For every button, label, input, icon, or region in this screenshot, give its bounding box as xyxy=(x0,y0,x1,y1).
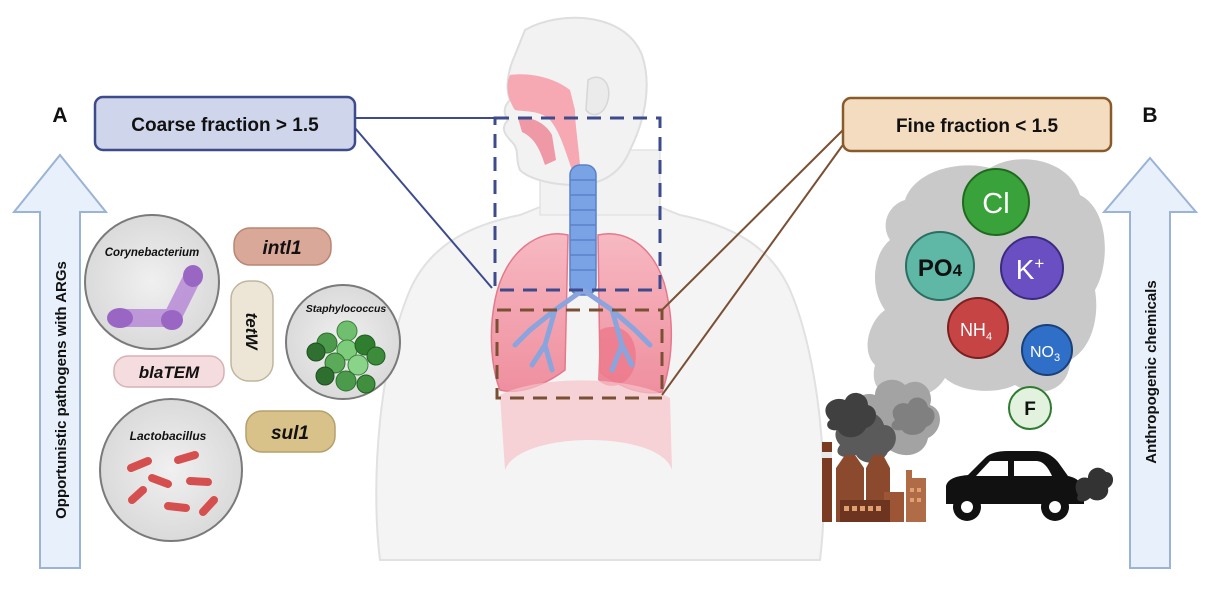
right-up-arrow: Anthropogenic chemicals xyxy=(1101,156,1199,569)
chem-k-text: K+ xyxy=(1016,254,1045,285)
chem-po4-bubble: PO4 xyxy=(905,231,975,301)
chem-nh4-sub: 4 xyxy=(986,331,992,343)
corynebacterium-cell: Corynebacterium xyxy=(84,214,220,350)
chem-nh4-text: NH4 xyxy=(960,320,992,343)
gene-intl1-pill: intl1 xyxy=(233,227,332,266)
chem-nh4-main: NH xyxy=(960,320,986,340)
chem-k-sup: + xyxy=(1034,254,1044,273)
chem-f-label: F xyxy=(1024,399,1036,420)
lactobacillus-label: Lactobacillus xyxy=(130,429,207,443)
gene-tetw-label: tetW xyxy=(242,313,261,352)
right-arrow-text: Anthropogenic chemicals xyxy=(1143,280,1160,463)
chem-no3-text: NO3 xyxy=(1030,344,1060,364)
staphylococcus-label: Staphylococcus xyxy=(306,303,387,315)
chem-no3-main: NO xyxy=(1030,344,1054,361)
panel-label-a: A xyxy=(52,104,67,127)
chem-nh4-bubble: NH4 xyxy=(947,297,1009,359)
lungs xyxy=(490,233,673,470)
left-up-arrow: Opportunistic pathogens with ARGs xyxy=(11,153,109,569)
chem-no3-sub: 3 xyxy=(1054,352,1060,364)
fine-fraction-box: Fine fraction < 1.5 xyxy=(841,96,1113,153)
panel-label-b: B xyxy=(1142,104,1157,127)
chem-cl-label: Cl xyxy=(982,188,1009,220)
gene-intl1-label: intl1 xyxy=(262,238,301,259)
gene-blatem-label: blaTEM xyxy=(139,363,200,382)
chem-k-bubble: K+ xyxy=(1000,236,1064,300)
coarse-fraction-box: Coarse fraction > 1.5 xyxy=(93,95,357,152)
coarse-connector-lines xyxy=(354,117,495,289)
chem-cl-bubble: Cl xyxy=(962,168,1030,236)
gene-sul1-label: sul1 xyxy=(271,423,309,444)
upper-airway xyxy=(507,74,580,170)
staphylococcus-cocci xyxy=(306,320,386,394)
factory-icon xyxy=(822,442,926,522)
gene-blatem-pill: blaTEM xyxy=(113,355,225,388)
left-arrow-text: Opportunistic pathogens with ARGs xyxy=(53,261,70,519)
gene-tetw-pill: tetW xyxy=(230,280,274,382)
coarse-fraction-label: Coarse fraction > 1.5 xyxy=(131,115,319,136)
car-icon xyxy=(946,451,1114,521)
fine-fraction-label: Fine fraction < 1.5 xyxy=(896,116,1059,137)
fine-region-dashed-box xyxy=(495,308,664,400)
staphylococcus-cell: Staphylococcus xyxy=(285,284,401,400)
lactobacillus-rods xyxy=(127,451,218,516)
lactobacillus-cell: Lactobacillus xyxy=(99,398,243,542)
chem-no3-bubble: NO3 xyxy=(1021,324,1073,376)
fine-connector-lines xyxy=(661,129,846,396)
chem-po4-text: PO4 xyxy=(918,255,963,282)
gene-sul1-pill: sul1 xyxy=(245,410,336,453)
chem-po4-sub: 4 xyxy=(953,261,963,280)
chem-k-main: K xyxy=(1016,254,1035,285)
coarse-region-dashed-box xyxy=(493,116,662,292)
trachea xyxy=(569,164,597,296)
corynebacterium-label: Corynebacterium xyxy=(105,247,200,259)
chem-po4-main: PO xyxy=(918,255,953,282)
chem-f-bubble: F xyxy=(1008,386,1052,430)
